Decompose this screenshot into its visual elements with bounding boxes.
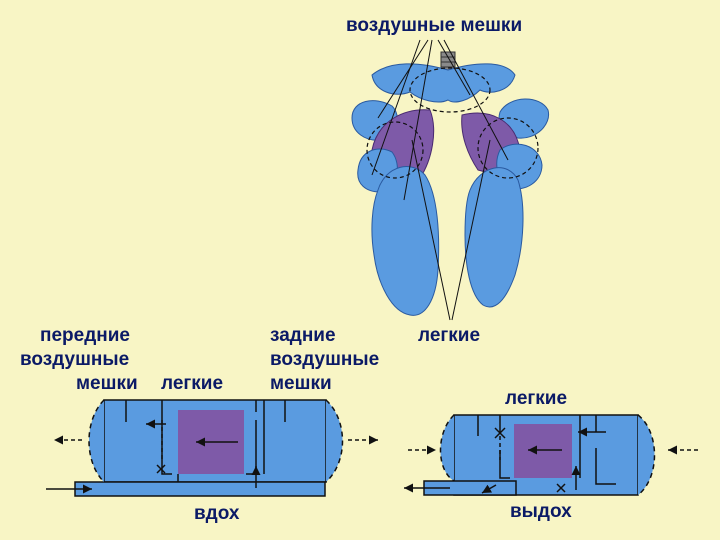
inhale-intake-tube — [74, 481, 326, 497]
exhale-lungs-label: легкие — [505, 388, 568, 409]
right-abdominal-sac — [464, 167, 524, 308]
inhale-valve-x — [156, 464, 166, 474]
air-sacs-title: воздушные мешки — [346, 15, 523, 36]
exhale-front-bulge — [439, 414, 455, 482]
lungs-label-top: легкие — [418, 325, 481, 346]
rear-air-sacs-label-3: мешки — [270, 373, 332, 394]
exhale-caption: выдох — [510, 501, 572, 522]
front-air-sacs-label-3: мешки — [76, 373, 138, 394]
rear-air-sacs-label-1: задние — [270, 325, 336, 346]
front-air-sacs-label-1: передние — [40, 325, 130, 346]
rear-sac-bulge — [325, 399, 344, 483]
front-air-sacs-label-2: воздушные — [20, 349, 130, 370]
exhale-lung-block — [514, 424, 572, 478]
exhale-scheme — [404, 414, 698, 496]
left-abdominal-sac — [371, 166, 440, 316]
inhale-lungs-label: легкие — [161, 373, 224, 394]
exhale-valve-x-bottom — [556, 483, 566, 493]
exhale-valve-x-top — [494, 427, 506, 439]
rear-air-sacs-label-2: воздушные — [270, 349, 380, 370]
front-sac-bulge — [88, 399, 105, 483]
inhale-caption: вдох — [194, 503, 240, 524]
exhale-arrow-mid — [481, 484, 497, 494]
bird-respiratory-illustration — [351, 39, 550, 321]
upper-air-sac — [371, 63, 516, 103]
inhale-scheme — [46, 399, 378, 497]
exhale-rear-bulge — [637, 414, 656, 496]
